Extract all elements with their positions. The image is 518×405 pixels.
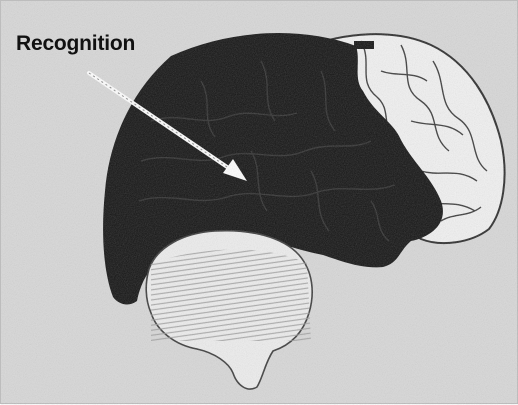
diagram-label: Recognition bbox=[16, 33, 135, 54]
